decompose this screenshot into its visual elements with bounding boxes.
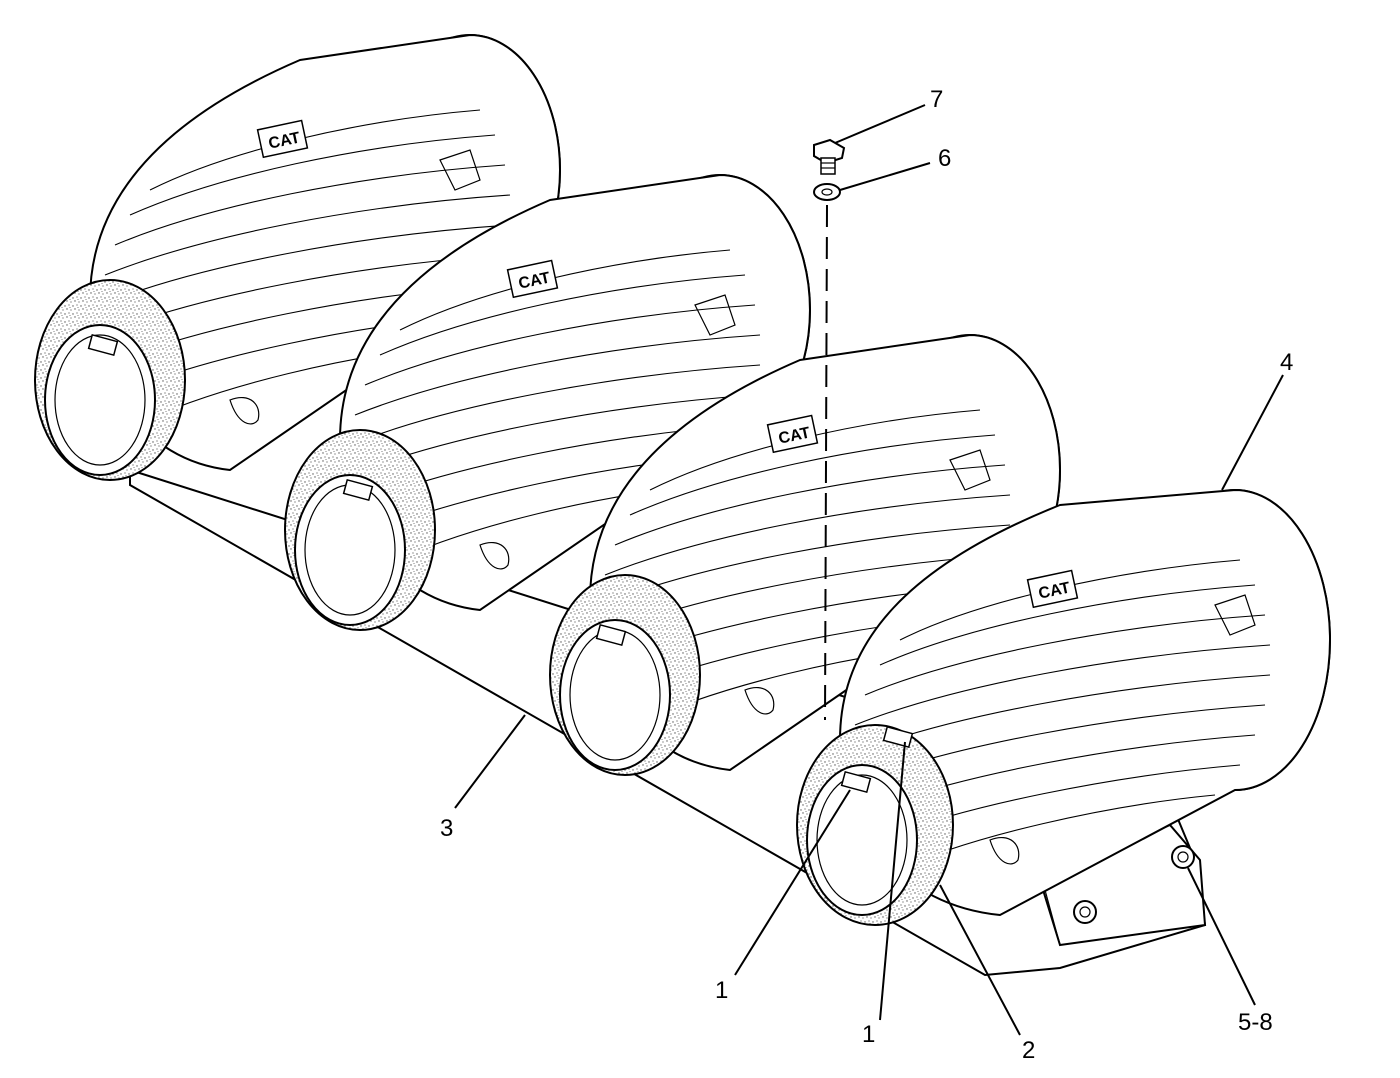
- callout-4: 4: [1280, 349, 1293, 376]
- callout-5-8: 5-8: [1238, 1009, 1273, 1036]
- housing-2-logo: CAT: [517, 269, 552, 292]
- hose-clamp-1: [87, 333, 119, 357]
- hose-clamp-3: [595, 623, 627, 647]
- leader-lines: [454, 104, 1284, 1036]
- inlet-gasket-4: [796, 724, 954, 926]
- callout-3: 3: [440, 815, 453, 842]
- housing-3-logo: CAT: [777, 424, 812, 447]
- callout-7: 7: [930, 86, 943, 113]
- bolt-head-right: [1171, 845, 1195, 869]
- callout-6: 6: [938, 145, 951, 172]
- callout-1-left: 1: [715, 977, 728, 1004]
- callout-1-right: 1: [862, 1021, 875, 1048]
- callout-2: 2: [1022, 1037, 1035, 1064]
- callout-labels: 7 6 4 3 1 1 2 5-8: [440, 86, 1293, 1064]
- bolt-7: [813, 138, 846, 175]
- inlet-gasket-2: [284, 429, 436, 631]
- hose-clamp-4a: [840, 770, 872, 794]
- inlet-gasket-1: [34, 279, 186, 481]
- mounting-bolt-group: [1073, 845, 1195, 924]
- inlet-gasket-3: [549, 574, 701, 776]
- housing-1-logo: CAT: [267, 129, 302, 152]
- hose-clamp-2: [342, 478, 374, 502]
- install-path-dashed-line: [824, 204, 828, 721]
- air-filter-housing-4: CAT: [796, 488, 1331, 926]
- bolt-head-left: [1073, 900, 1097, 924]
- housing-4-logo: CAT: [1037, 579, 1072, 602]
- washer-6: [813, 183, 841, 201]
